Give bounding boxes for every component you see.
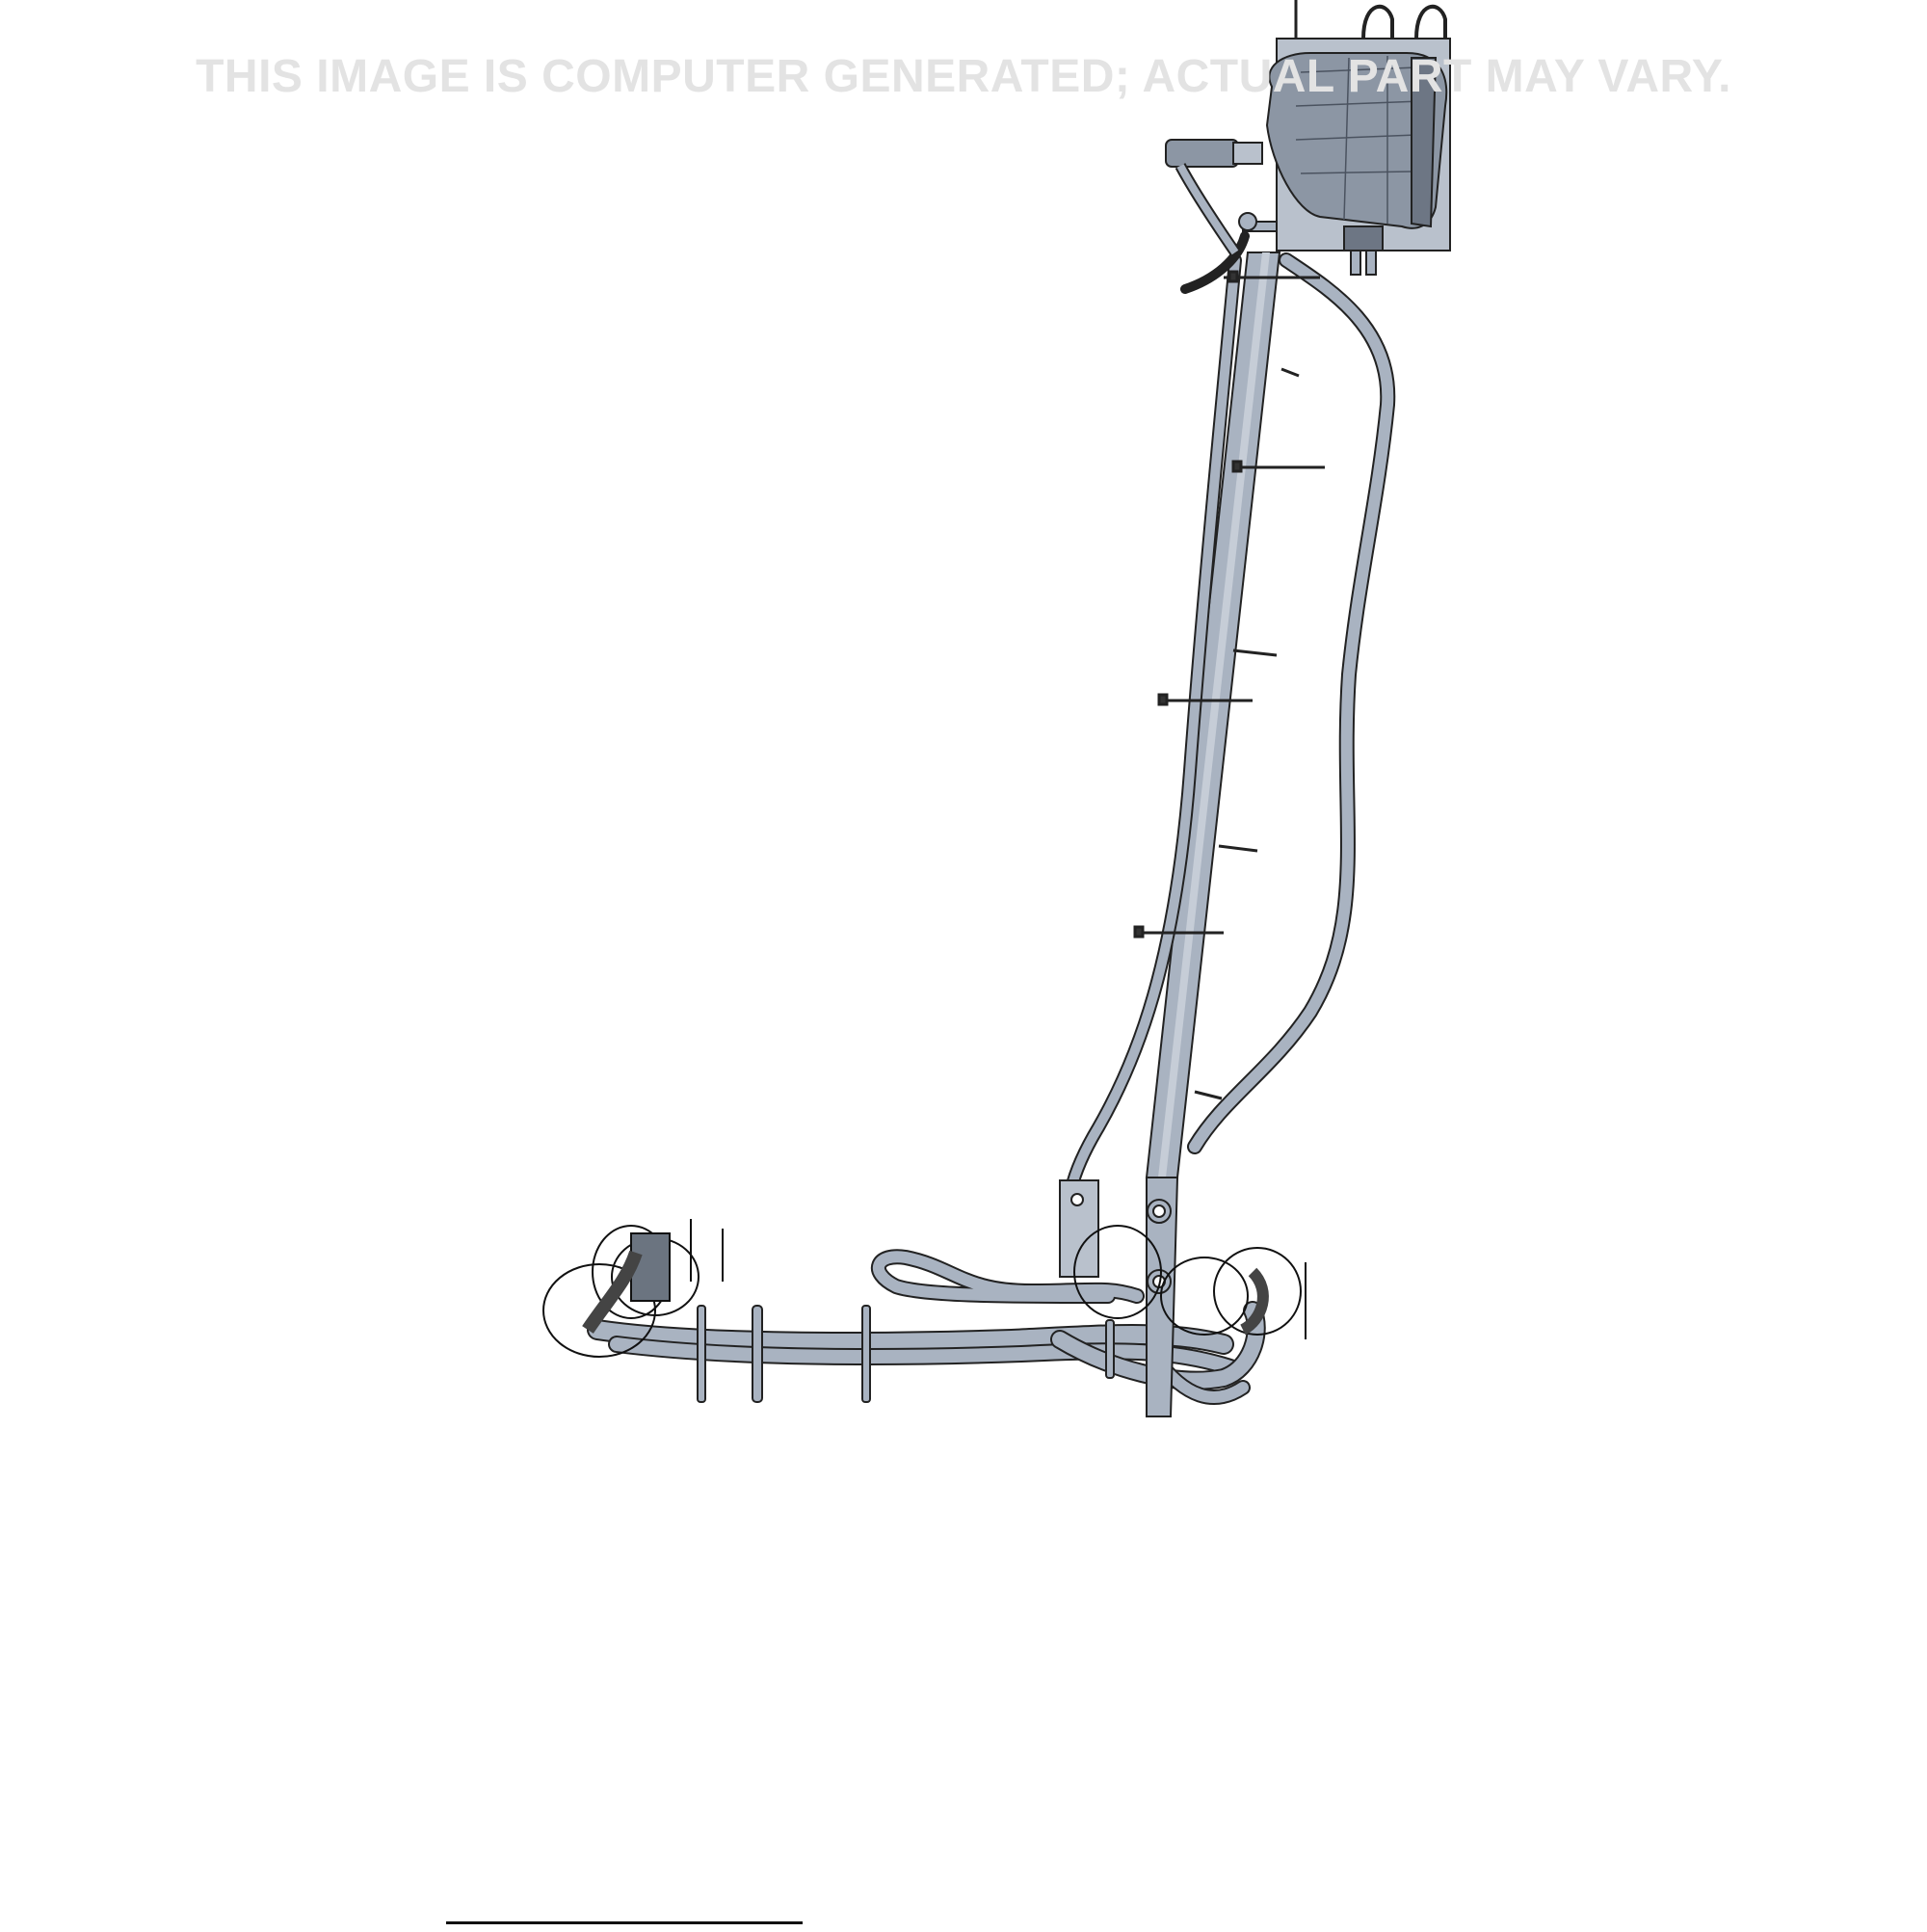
left-connector-cluster: [542, 1219, 724, 1358]
harness-clips: [697, 1305, 1115, 1403]
right-connector-cluster: [1073, 1225, 1307, 1339]
right-cable: [1187, 252, 1396, 1154]
bottom-rule-line: [446, 1921, 803, 1924]
work-lamp: [1165, 52, 1448, 276]
left-cable: [1061, 231, 1250, 1250]
cable-ties: [1133, 270, 1325, 1100]
bottom-bracket: [1059, 1179, 1172, 1294]
